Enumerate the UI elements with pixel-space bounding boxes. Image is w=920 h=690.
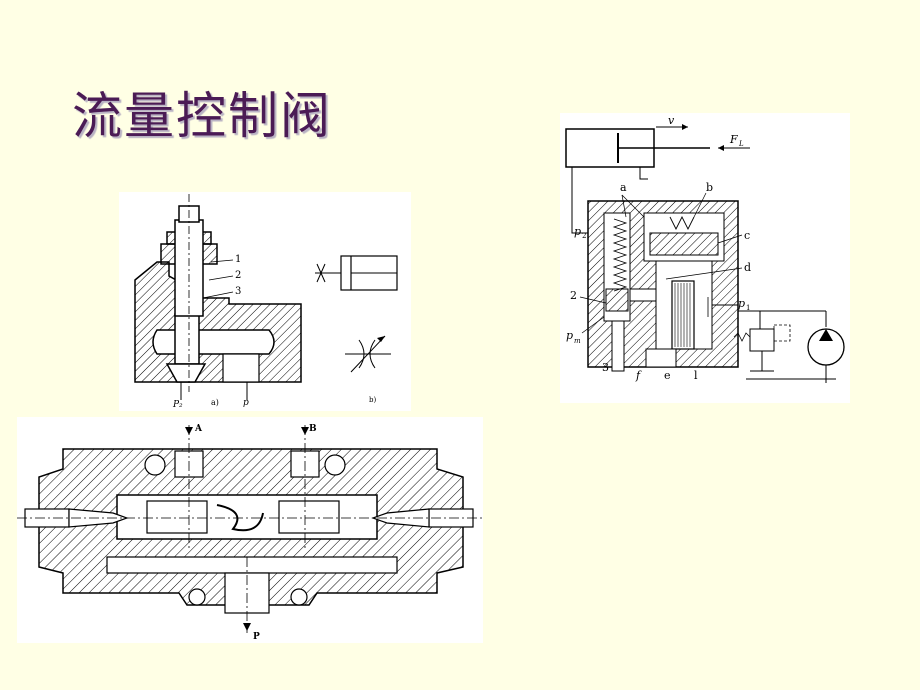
port-p-label: P (253, 632, 260, 642)
pressure-p2-label: p (574, 225, 581, 238)
velocity-label: v (668, 114, 675, 127)
subfigure-b-label: b) (369, 396, 376, 404)
throttle-valve-figure: 1 2 3 P₂ a) p b) (119, 192, 411, 411)
callout-2: 2 (570, 289, 577, 302)
throttle-valve-drawing: 1 2 3 P₂ a) p b) (134, 194, 398, 410)
callout-3: 3 (235, 286, 241, 297)
callout-3: 3 (602, 361, 609, 374)
callout-c: c (744, 229, 750, 242)
callout-f: f (635, 369, 642, 382)
callout-d: d (744, 261, 751, 274)
port-a-label: A (194, 424, 203, 434)
load-force-label: F (729, 133, 738, 146)
pressure-p2-subscript: 2 (582, 232, 586, 240)
port-p2-label: P₂ (172, 400, 183, 410)
callout-l: l (694, 369, 698, 382)
pressure-p1-subscript: 1 (746, 304, 750, 312)
callout-2: 2 (235, 270, 241, 281)
valve-section-figure: A B P (17, 417, 483, 643)
pressure-pm-label: p (566, 329, 573, 342)
pressure-p1-label: p (738, 297, 745, 310)
speed-regulating-valve-figure: v F L p 2 a b c d (560, 113, 850, 403)
valve-section-drawing: A B P (17, 424, 483, 642)
pressure-pm-subscript: m (574, 337, 581, 345)
callout-1: 1 (235, 254, 241, 265)
port-b-label: B (309, 424, 317, 434)
callout-a: a (620, 181, 627, 194)
subfigure-a-label: a) (211, 398, 219, 407)
callout-e: e (664, 369, 671, 382)
page-title: 流量控制阀 (72, 87, 332, 145)
load-force-subscript: L (738, 140, 744, 148)
port-p-label: p (243, 398, 249, 408)
speed-regulating-valve-drawing: v F L p 2 a b c d (565, 114, 845, 383)
callout-b: b (706, 181, 713, 194)
